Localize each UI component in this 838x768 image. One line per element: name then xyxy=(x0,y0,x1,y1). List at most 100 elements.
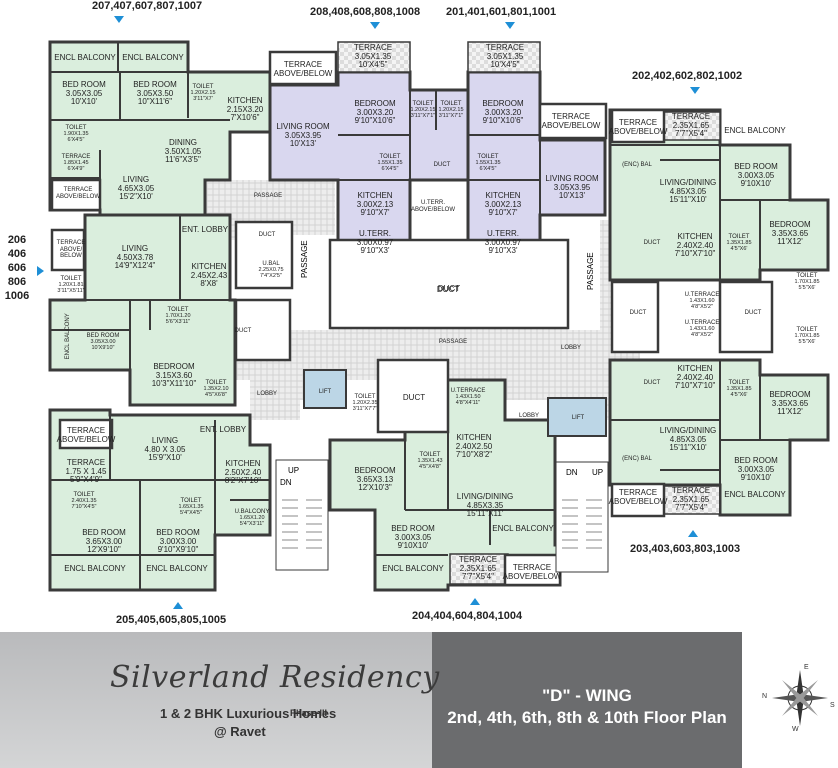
brand-name: Silverland Residency xyxy=(110,660,440,695)
room-dimension: 3.05X3.00 10'X9'10" xyxy=(90,339,116,352)
room-name: TOILET xyxy=(412,100,434,107)
room-dimension: 3.15X3.60 10'3"X11'10" xyxy=(151,370,197,389)
room-name: TERRACE xyxy=(353,42,393,52)
room-dimension: 1.55X1.35 6'X4'5" xyxy=(377,160,403,173)
room-dimension: 3.00X3.05 9'10X10' xyxy=(737,170,775,189)
inner-walls xyxy=(50,42,828,590)
room-name: BED ROOM xyxy=(86,332,120,339)
room-dimension: 1.20X2.15 3'11"X7' xyxy=(190,90,216,103)
room-label: ENCL BALCONY xyxy=(488,520,558,538)
room-label: TERRACE ABOVE/BELOW xyxy=(540,110,602,134)
room-dimension: 2.40X2.40 7'10"X7'10" xyxy=(674,372,716,391)
room-name: LIVING/DINING xyxy=(659,425,717,435)
room-name: LIFT xyxy=(318,388,332,395)
room-dimension: 1.35X2.10 4'5"X6'8" xyxy=(203,386,229,399)
room-name: TOILET xyxy=(796,272,818,279)
room-label: TERRACE ABOVE/BELOW xyxy=(272,58,334,82)
stair-label: DN xyxy=(280,478,292,487)
room-label: DUCT xyxy=(404,280,494,298)
stair-label: UP xyxy=(592,468,604,477)
arrow-down-icon xyxy=(114,16,124,23)
passage-label: PASSAGE xyxy=(300,240,309,278)
room-name: BED ROOM xyxy=(62,79,106,89)
room-dimension: 1.65X1.20 5'4"X3'11" xyxy=(239,515,265,528)
room-dimension: 2.50X2.40 8'2"X7'10" xyxy=(224,467,262,486)
flat-number-top-right: 201,401,601,801,1001 xyxy=(446,6,557,18)
room-dimension: 3.05X3.95 10'X13' xyxy=(553,182,591,201)
room-dimension: 4.65X3.05 15'2"X10' xyxy=(117,183,155,202)
lifts xyxy=(303,369,607,437)
room-label: ENT. LOBBY xyxy=(180,222,230,238)
room-name: TOILET xyxy=(167,306,189,313)
room-name: TOILET xyxy=(728,233,750,240)
room-label: LOBBY xyxy=(252,386,282,402)
passage-label: PASSAGE xyxy=(586,252,595,290)
room-dimension: 3.00X0.97 9'10"X3' xyxy=(484,237,522,256)
room-name: BED ROOM xyxy=(133,79,177,89)
room-label: TERRACE ABOVE/BELOW xyxy=(609,486,668,510)
room-label: U.TERR. ABOVE/BELOW xyxy=(410,196,456,218)
room-name: DUCT xyxy=(643,379,661,386)
room-name: LIVING/DINING xyxy=(659,177,717,187)
room-label: ENT. LOBBY xyxy=(198,422,248,438)
room-label: DUCT xyxy=(386,388,442,408)
room-dimension: 2.35X1.65 7'7"X5'4" xyxy=(672,494,710,513)
room-name: DINING xyxy=(169,137,197,147)
room-name: TOILET xyxy=(419,451,441,458)
room-name: ENCL BALCONY xyxy=(382,563,444,573)
footer-wing-panel xyxy=(432,632,742,768)
room-name: BEDROOM xyxy=(354,465,396,475)
room-dimension: 2.35X1.65 7'7"X5'4" xyxy=(672,120,710,139)
arrow-right-icon xyxy=(37,266,44,276)
room-name: ENCL BALCONY xyxy=(54,52,116,62)
room-name: BEDROOM xyxy=(769,219,811,229)
room-dimension: 3.05X1.35 10'X4'5" xyxy=(354,51,392,70)
room-label: ENCL BALCONY xyxy=(56,306,80,366)
flat-number-top-left: 207,407,607,807,1007 xyxy=(92,0,203,12)
room-name: KITCHEN xyxy=(677,363,713,373)
room-label: U.TERR.3.00X0.97 9'10"X3' xyxy=(342,229,408,255)
room-dimension: 4.85X3.35 15'11"X11' xyxy=(466,500,504,519)
room-name: LIVING xyxy=(122,174,150,184)
flat-number-bottom-mid: 204,404,604,804,1004 xyxy=(412,610,523,622)
room-name: LIVING ROOM xyxy=(276,121,330,131)
room-label: ENCL BALCONY xyxy=(380,560,446,578)
room-name: DUCT xyxy=(258,231,276,238)
floor-plan-title: 2nd, 4th, 6th, 8th & 10th Floor Plan xyxy=(447,708,727,727)
room-name: TERRACE ABOVE/BELOW xyxy=(608,488,668,506)
arrow-up-icon xyxy=(688,530,698,537)
room-name: DUCT xyxy=(437,283,461,293)
room-label: ENCL BALCONY xyxy=(120,46,186,70)
room-name: U.TERR. ABOVE/BELOW xyxy=(410,200,455,213)
room-dimension: 2.40X1.35 7'10"X4'5" xyxy=(71,498,97,511)
room-dimension: 4.80 X 3.05 15'9"X10' xyxy=(144,444,186,463)
tagline: 1 & 2 BHK Luxurious Homes xyxy=(160,706,337,721)
white-blocks xyxy=(50,50,774,587)
